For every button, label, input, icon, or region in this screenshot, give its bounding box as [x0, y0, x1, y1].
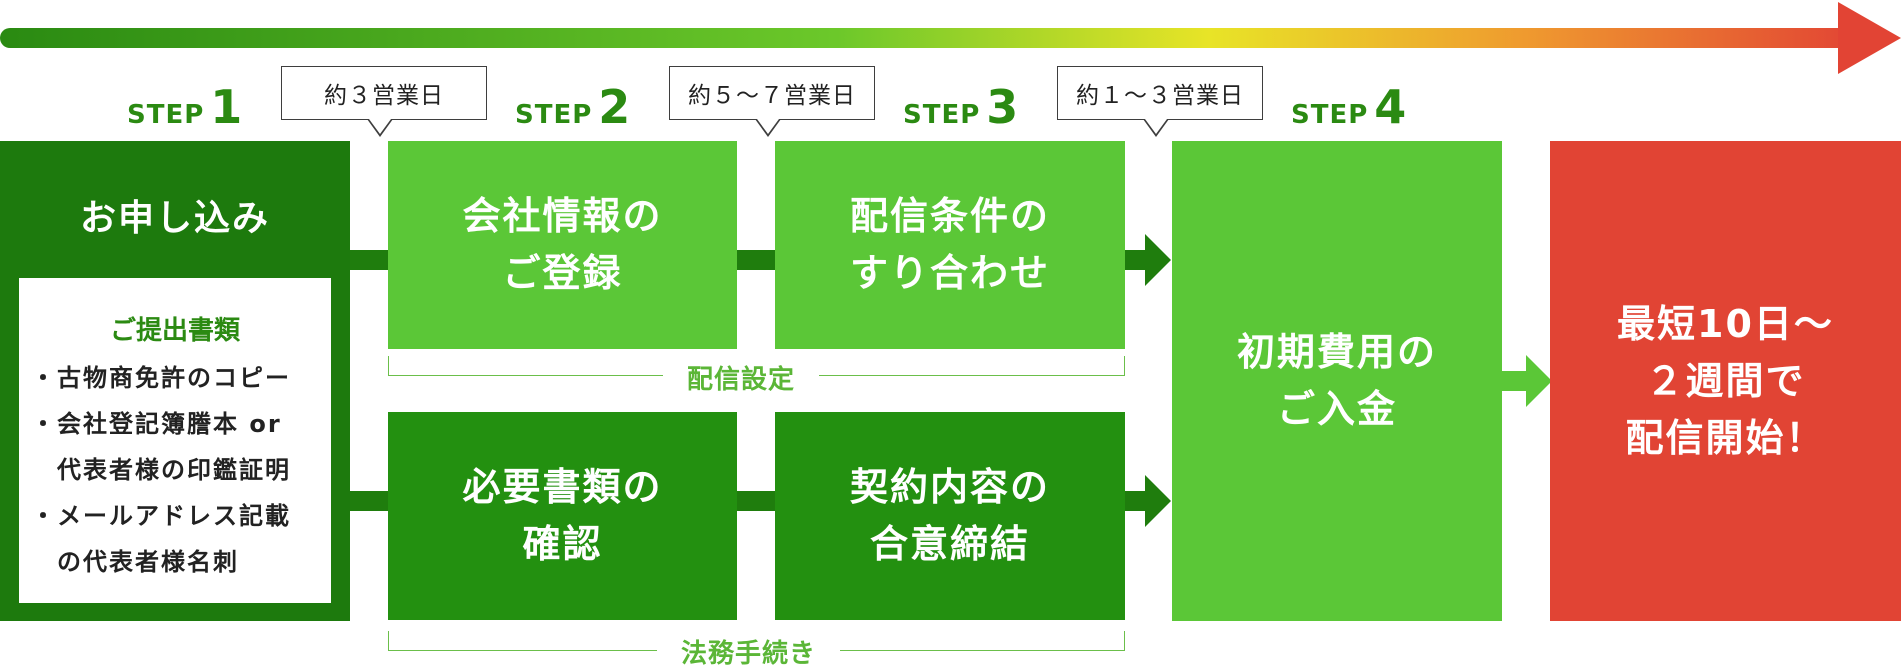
duration-callout-1: 約３営業日 [281, 66, 487, 137]
connector [350, 250, 388, 270]
duration-text: 約１～３営業日 [1076, 83, 1244, 109]
documents-title: ご提出書類 [109, 316, 240, 346]
duration-text: 約３営業日 [324, 83, 444, 109]
start-delivery-box: 最短10日～２週間で配信開始！ [1550, 141, 1901, 621]
list-item: の代表者様名刺 [31, 548, 239, 576]
arrow-right-icon [1145, 234, 1171, 286]
arrow-right-icon [1145, 475, 1171, 527]
connector [737, 250, 775, 270]
documents-check-box: 必要書類の確認 [388, 412, 737, 620]
arrow-right-icon [1526, 355, 1552, 407]
documents-panel: ご提出書類 ・古物商免許のコピー ・会社登記簿謄本 or 代表者様の印鑑証明 ・… [19, 278, 331, 603]
list-item: ・メールアドレス記載 [31, 502, 291, 530]
duration-text: 約５～７営業日 [688, 83, 856, 109]
connector [737, 491, 775, 511]
connector [350, 491, 388, 511]
list-item: 代表者様の印鑑証明 [31, 456, 291, 484]
list-item: ・会社登記簿謄本 or [31, 410, 282, 438]
delivery-terms-box: 配信条件のすり合わせ [775, 141, 1125, 349]
legal-procedures-label: 法務手続き [657, 633, 841, 670]
timeline-arrow [0, 2, 1901, 74]
duration-callout-3: 約１～３営業日 [1057, 66, 1263, 137]
arrow-shaft [1125, 491, 1145, 511]
duration-callout-2: 約５～７営業日 [669, 66, 875, 137]
apply-title: お申し込み [79, 198, 270, 239]
delivery-settings-label: 配信設定 [663, 359, 820, 396]
initial-payment-box: 初期費用のご入金 [1172, 141, 1502, 621]
documents-list: ・古物商免許のコピー ・会社登記簿謄本 or 代表者様の印鑑証明 ・メールアドレ… [19, 355, 331, 585]
arrow-shaft [1125, 250, 1145, 270]
apply-box: お申し込み ご提出書類 ・古物商免許のコピー ・会社登記簿謄本 or 代表者様の… [0, 141, 350, 621]
contract-box: 契約内容の合意締結 [775, 412, 1125, 620]
arrow-shaft [1502, 371, 1526, 391]
list-item: ・古物商免許のコピー [31, 364, 291, 392]
company-info-box: 会社情報のご登録 [388, 141, 737, 349]
